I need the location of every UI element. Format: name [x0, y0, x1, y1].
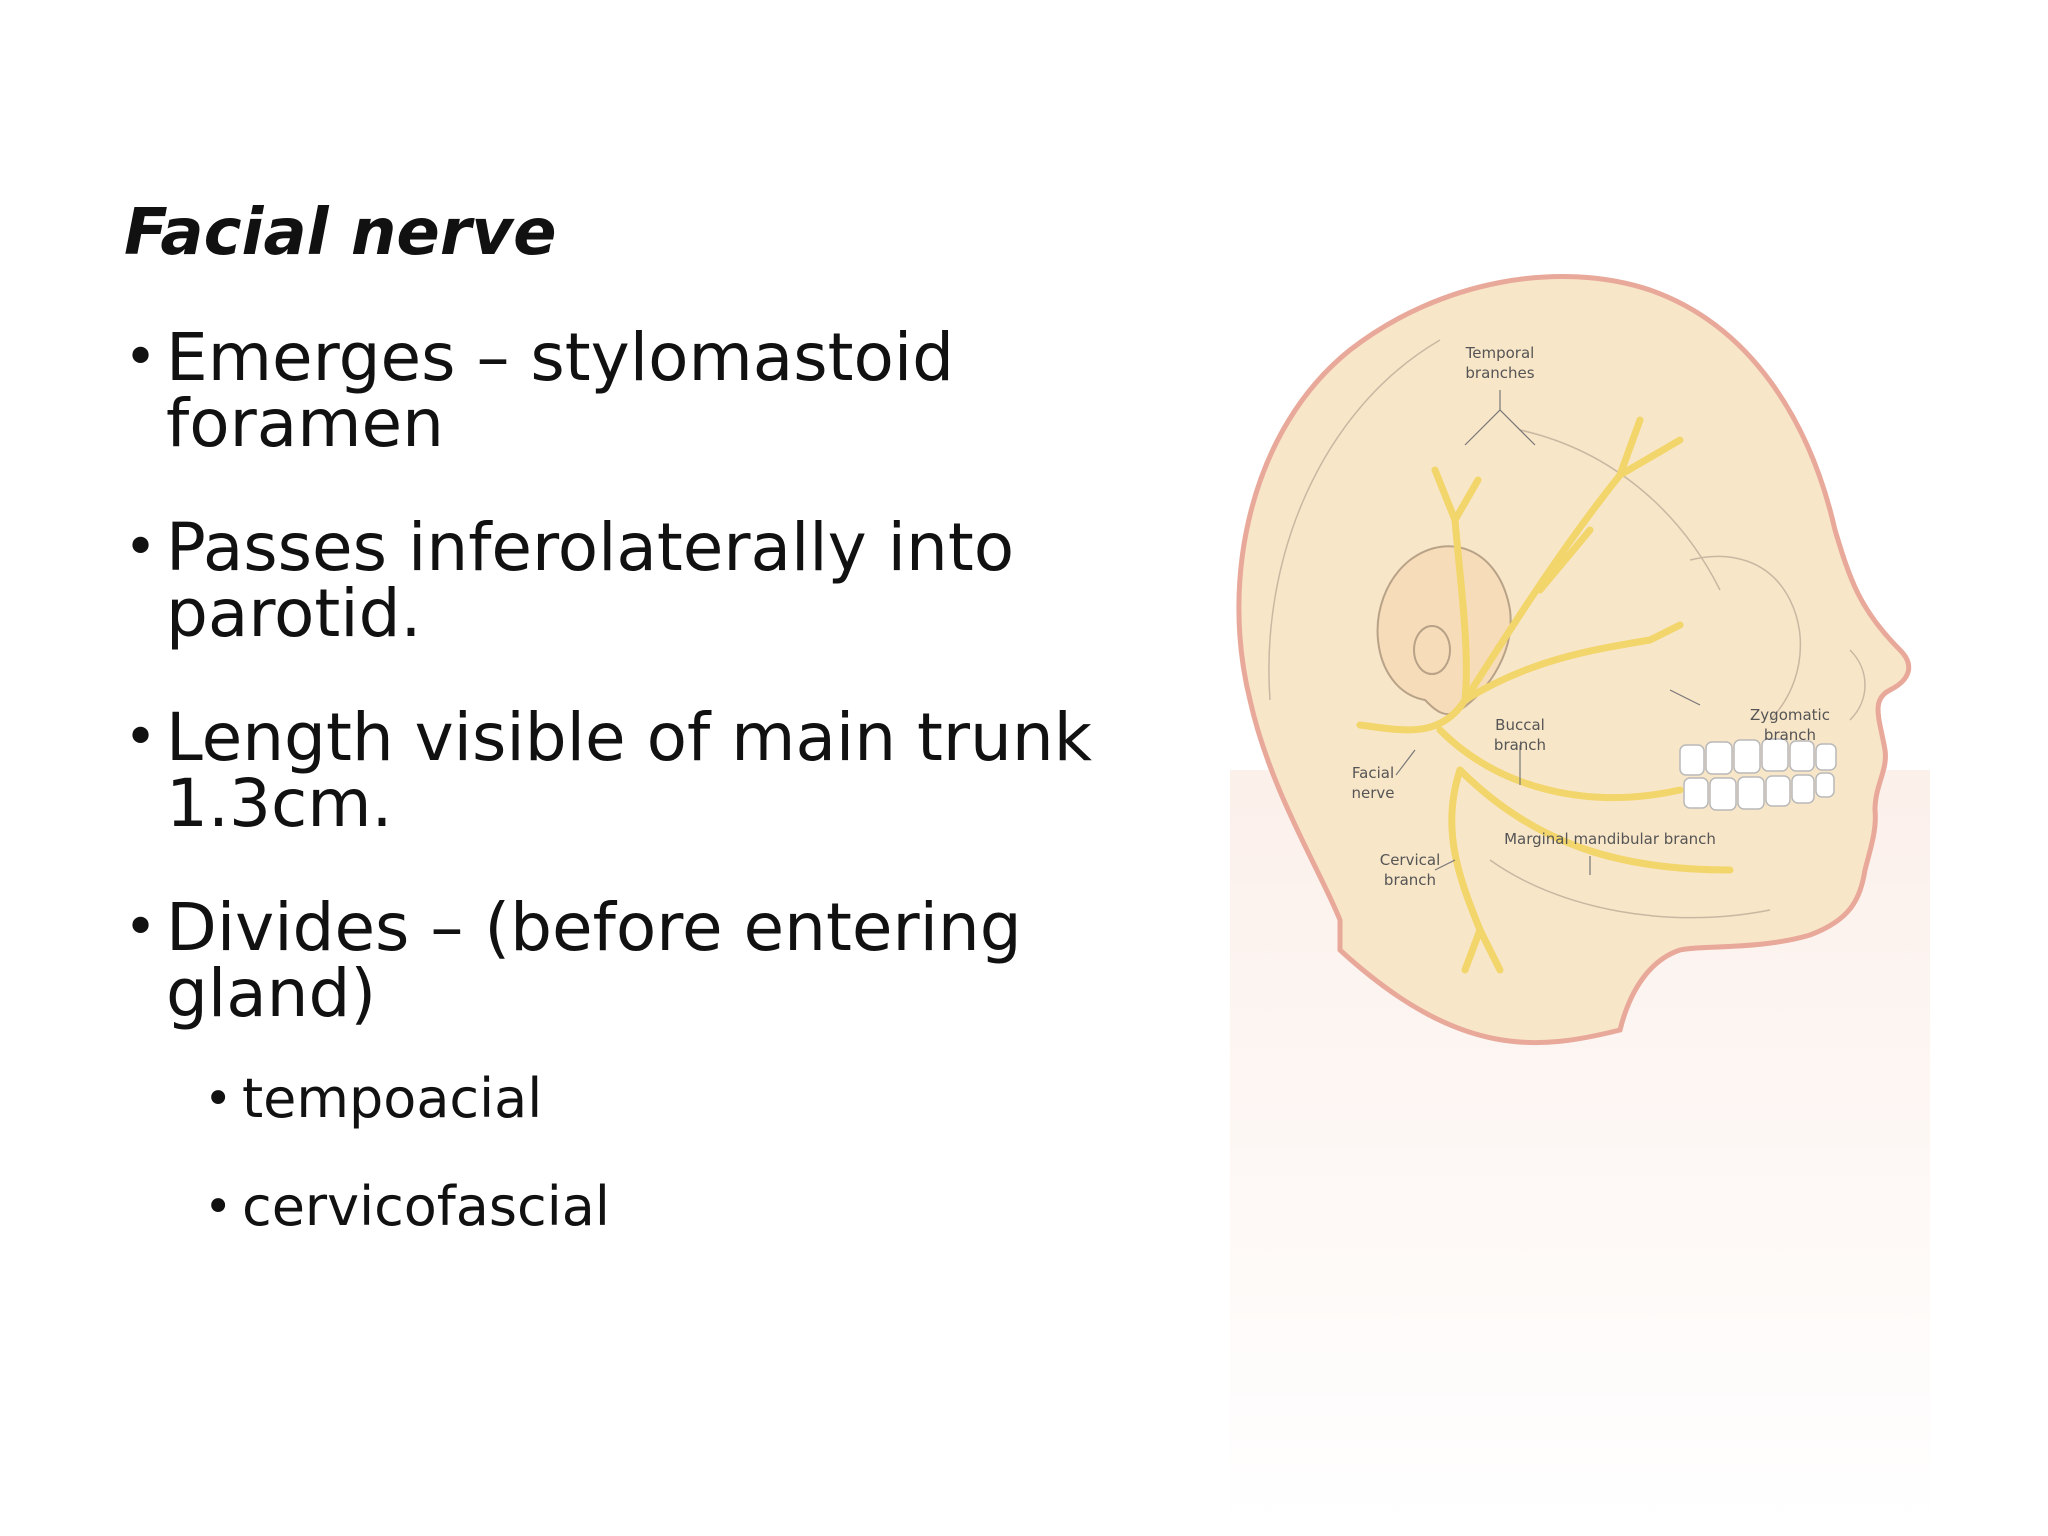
label-temporal-2: branches [1465, 364, 1534, 382]
slide-title: Facial nerve [124, 196, 557, 270]
sub-bullet-item: cervicofascial [204, 1179, 1104, 1236]
label-zygomatic: Zygomatic [1750, 706, 1830, 724]
bullet-item: Divides – (before entering gland) [124, 895, 1104, 1027]
head-diagram: Temporal branches Zygomatic branch Bucca… [1230, 274, 1930, 1530]
nerve-branches [1356, 416, 1734, 974]
head-silhouette [1236, 274, 1912, 1046]
ear-canal [1413, 625, 1451, 675]
sub-bullet-list: tempoacial cervicofascial [124, 1071, 1104, 1236]
bullet-list: Emerges – stylomastoid foramen Passes in… [124, 325, 1104, 1287]
bullet-item: Length visible of main trunk 1.3cm. [124, 705, 1104, 837]
skull-contour [1268, 339, 1441, 701]
orbit-line [1689, 555, 1802, 721]
temporal-line [1519, 429, 1721, 591]
facial-nerve-illustration: Temporal branches Zygomatic branch Bucca… [1210, 230, 1950, 1530]
label-facial: Facial [1352, 764, 1394, 782]
jaw-line [1489, 859, 1771, 919]
label-buccal: Buccal [1495, 716, 1545, 734]
teeth [1679, 738, 1837, 811]
label-temporal: Temporal [1465, 344, 1535, 362]
label-cervical: Cervical [1380, 851, 1441, 869]
bullet-item: Passes inferolaterally into parotid. [124, 515, 1104, 647]
label-cervical-2: branch [1384, 871, 1436, 889]
label-zygomatic-2: branch [1764, 726, 1816, 744]
nose-line [1849, 649, 1866, 721]
sub-bullet-item: tempoacial [204, 1071, 1104, 1128]
label-marginal: Marginal mandibular branch [1504, 830, 1716, 848]
label-buccal-2: branch [1494, 736, 1546, 754]
label-facial-2: nerve [1351, 784, 1394, 802]
bullet-item: Emerges – stylomastoid foramen [124, 325, 1104, 457]
label-leaders [1395, 390, 1701, 875]
